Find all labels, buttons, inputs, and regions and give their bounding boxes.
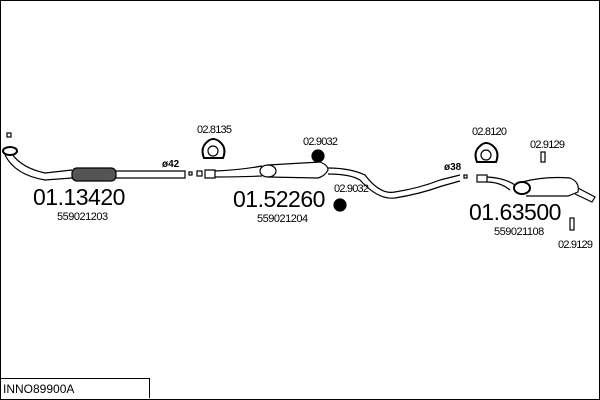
rear-silencer <box>476 174 596 203</box>
accessory-label: 02.9129 <box>530 139 565 151</box>
oe-number-3: 559021108 <box>494 226 544 238</box>
middle-pipe <box>196 161 468 199</box>
accessory-label: 02.8135 <box>197 124 232 136</box>
oe-number-2: 559021204 <box>257 213 308 225</box>
part-number-2: 01.52260 <box>233 186 325 212</box>
clamps-and-mounts <box>201 138 575 231</box>
accessory-label: 02.9032 <box>303 136 338 148</box>
reference-box: INNO89900A <box>0 378 150 398</box>
diameter-3: ø38 <box>444 162 462 173</box>
part-number-3: 01.63500 <box>469 199 561 225</box>
accessory-label: 02.9129 <box>558 239 593 251</box>
accessory-label: 02.8120 <box>472 126 507 138</box>
front-pipe <box>2 132 193 182</box>
diameter-1: ø42 <box>162 159 180 170</box>
part-number-1: 01.13420 <box>33 184 125 210</box>
accessory-label: 02.9032 <box>334 183 369 195</box>
oe-number-1: 559021203 <box>57 211 108 223</box>
